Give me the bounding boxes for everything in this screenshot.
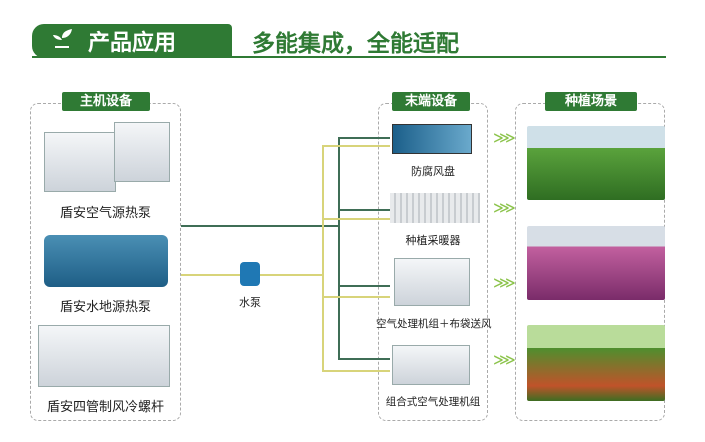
return-branch xyxy=(322,218,390,220)
return-branch xyxy=(322,296,390,298)
greenhouse-vegetables-photo xyxy=(527,325,665,401)
air-handling-unit-image xyxy=(394,258,470,306)
return-riser xyxy=(322,145,324,371)
water-pump-label: 水泵 xyxy=(239,296,261,309)
water-pump-icon xyxy=(240,262,260,286)
supply-branch xyxy=(338,137,390,139)
host-equipment-title: 主机设备 xyxy=(62,92,150,111)
return-branch xyxy=(322,370,390,372)
supply-branch xyxy=(338,358,390,360)
header-title: 产品应用 xyxy=(88,31,177,56)
greenhouse-flowers-photo xyxy=(527,226,665,300)
air-cooled-screw-unit-image xyxy=(38,325,170,387)
terminal-item-label: 空气处理机组＋布袋送风 xyxy=(376,318,492,330)
host-item-label: 盾安水地源热泵 xyxy=(59,300,151,315)
airflow-icon: ⋙ xyxy=(493,128,516,147)
header-divider xyxy=(32,56,666,58)
planting-scene-title: 种植场景 xyxy=(545,92,637,111)
host-item-label: 盾安四管制风冷螺杆 xyxy=(46,400,164,415)
host-item-label: 盾安空气源热泵 xyxy=(59,206,151,221)
heater-image xyxy=(390,193,480,223)
header-subtitle: 多能集成，全能适配 xyxy=(252,31,459,57)
combined-ahu-image xyxy=(392,345,470,385)
airflow-icon: ⋙ xyxy=(493,273,516,292)
supply-pipe xyxy=(181,225,339,227)
sprout-icon xyxy=(50,26,74,56)
water-source-heat-pump-image xyxy=(44,235,168,287)
fan-coil-image xyxy=(392,124,472,154)
terminal-item-label: 防腐风盘 xyxy=(411,165,455,178)
airflow-icon: ⋙ xyxy=(493,198,516,217)
air-source-heat-pump-image-2 xyxy=(114,122,170,182)
terminal-equipment-title: 末端设备 xyxy=(392,92,470,111)
airflow-icon: ⋙ xyxy=(493,350,516,369)
air-source-heat-pump-image xyxy=(44,132,116,192)
supply-riser xyxy=(338,137,340,359)
terminal-item-label: 种植采暖器 xyxy=(405,234,461,247)
greenhouse-lettuce-photo xyxy=(527,126,665,200)
terminal-item-label: 组合式空气处理机组 xyxy=(385,396,481,408)
section-header-badge: 产品应用 xyxy=(32,24,232,58)
supply-branch xyxy=(338,209,390,211)
return-branch xyxy=(322,145,390,147)
supply-branch xyxy=(338,285,390,287)
